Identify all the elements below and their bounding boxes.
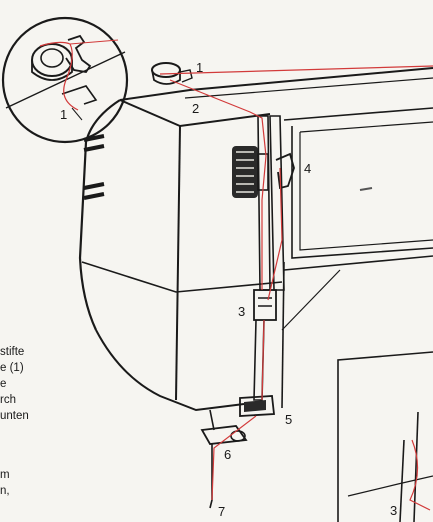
thread-path: [159, 65, 433, 501]
instruction-fragment-5: unten: [0, 410, 29, 422]
instruction-fragment-7: n,: [0, 485, 10, 497]
machine-body: [78, 67, 433, 412]
inset-callout-1: 1: [60, 107, 68, 122]
instruction-fragment-4: rch: [0, 394, 16, 406]
callout-6-presser-foot: 6: [224, 447, 232, 462]
front-panel: [281, 107, 433, 409]
spool-pin: [151, 62, 193, 85]
instruction-fragment-3: e: [0, 378, 7, 390]
callout-2-thread-guide: 2: [192, 101, 200, 116]
callout-5-needle-clamp: 5: [285, 412, 293, 427]
instruction-fragment-6: m: [0, 469, 10, 481]
instruction-fragment-2: e (1): [0, 362, 24, 374]
callout-3-guide: 3: [238, 304, 246, 319]
thread-guide-column: [200, 115, 295, 509]
detail-callout-3: 3: [390, 503, 398, 518]
callout-4-take-up-lever: 4: [304, 161, 312, 176]
callout-7-needle: 7: [218, 504, 226, 519]
instruction-fragment-1: stifte: [0, 346, 25, 358]
inset-detail-circle: [1, 16, 129, 144]
detail-box: [337, 351, 433, 522]
callout-1-spool-pin: 1: [196, 60, 204, 75]
